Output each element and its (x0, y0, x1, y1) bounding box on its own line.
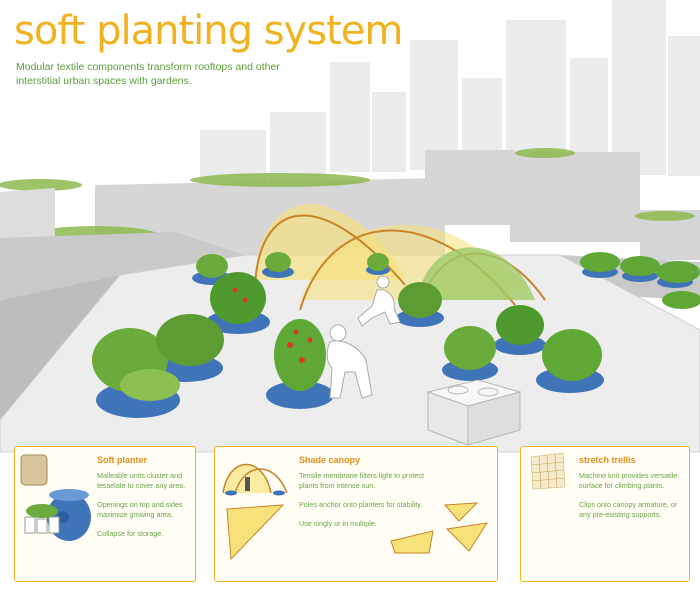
panel-description: Machine knit provides versatile surface … (579, 471, 678, 519)
trellis-dome (418, 247, 535, 300)
panel-stretch-trellis: stretch trellis Machine knit provides ve… (520, 446, 690, 582)
stretch-trellis-diagram (530, 452, 566, 490)
panel-description: Malleable units cluster and tesselate to… (97, 471, 186, 538)
tomatoes (232, 287, 313, 363)
ac-unit (426, 379, 522, 446)
page-subtitle: Modular textile components transform roo… (16, 61, 280, 87)
trellis-mesh-icon (530, 452, 566, 490)
panel-title: Soft planter (97, 455, 148, 465)
soft-planter-diagram (20, 454, 91, 541)
membrane-icon (226, 504, 285, 561)
panel-title: stretch trellis (579, 455, 636, 465)
plant-foliage (92, 252, 602, 401)
distant-planters (580, 252, 700, 309)
gardener-figures (326, 275, 401, 399)
panel-title: Shade canopy (299, 455, 361, 465)
page-title: soft planting system (14, 8, 403, 54)
panel-soft-planter: Soft planter Malleable units cluster and… (14, 446, 196, 582)
seedling-icon (26, 504, 58, 518)
panel-description: Tensile membrane filters light to protec… (299, 471, 425, 528)
tile-icon (443, 502, 479, 522)
shade-canopy-diagram (222, 463, 489, 561)
collapsed-planter-icon (20, 454, 48, 486)
person-icon (245, 477, 250, 491)
panel-shade-canopy: Shade canopy Tensile membrane filters li… (214, 446, 498, 582)
small-planter-icon (24, 516, 36, 534)
